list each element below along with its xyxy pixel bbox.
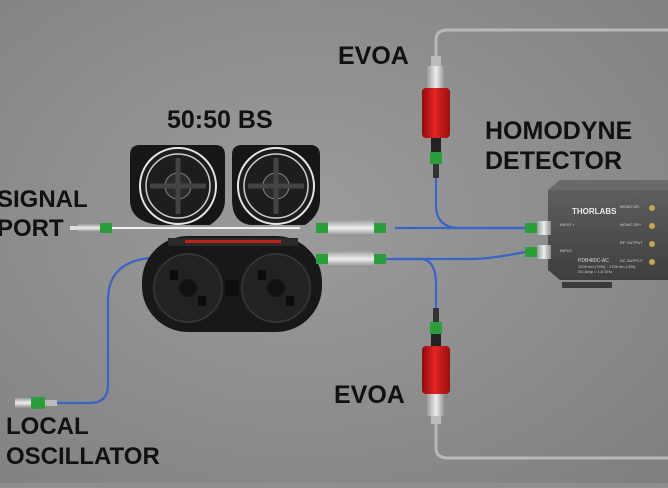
detector-spec-1: 1200 nm (+5%) - 1700 nm (-5%) <box>578 264 636 269</box>
detector-model: PDB480C-AC <box>578 258 609 264</box>
signal-port-connector <box>70 223 112 233</box>
evoa-top-lead-fiber <box>434 28 668 58</box>
lo-label-line2: OSCILLATOR <box>6 443 160 470</box>
local-oscillator-label: LOCAL OSCILLATOR <box>6 412 160 472</box>
evoa-top <box>422 56 450 178</box>
fiber-spool-housing <box>130 145 320 225</box>
homodyne-detector-label: HOMODYNE DETECTOR <box>485 116 632 176</box>
evoa-bottom <box>422 308 450 424</box>
detector-spec-2: DC Amp = 1.6 GHz <box>578 269 612 274</box>
detector-port-input-minus: INPUT- <box>560 248 574 253</box>
output-connector-2 <box>316 251 386 267</box>
output-connector-1 <box>316 220 386 236</box>
fiber-to-detector-input2 <box>395 250 526 261</box>
fiber-local-oscillator <box>55 254 261 405</box>
detector-brand: THORLABS <box>572 207 617 216</box>
homodyne-label-line1: HOMODYNE <box>485 117 633 145</box>
detector-port-dc-supply: DC SUPPLY <box>620 258 643 263</box>
signal-label-line2: PORT <box>0 214 64 242</box>
evoa-bottom-label: EVOA <box>334 381 405 409</box>
homodyne-detector: THORLABS PDB480C-AC 1200 nm (+5%) - 1700… <box>525 180 668 288</box>
signal-label-line1: SIGNAL <box>0 186 88 213</box>
detector-port-input-plus: INPUT+ <box>560 222 575 227</box>
fiber-bs-out2 <box>385 257 438 315</box>
beam-splitter-label: 50:50 BS <box>167 106 273 134</box>
detector-port-monitor-minus: MONITOR- <box>620 204 641 209</box>
evoa-top-label: EVOA <box>338 42 409 70</box>
homodyne-label-line2: DETECTOR <box>485 147 623 175</box>
fiber-evoa-top-to-detector <box>434 178 525 230</box>
local-oscillator-connector <box>15 397 57 409</box>
detector-port-monitor-plus: MONITOR+ <box>620 222 642 227</box>
beam-splitter-base <box>142 236 322 332</box>
evoa-bottom-lead-fiber <box>434 418 668 460</box>
signal-port-label: SIGNAL PORT <box>0 186 88 244</box>
detector-port-rf-output: RF OUTPUT <box>620 240 643 245</box>
lo-label-line1: LOCAL <box>6 413 89 440</box>
